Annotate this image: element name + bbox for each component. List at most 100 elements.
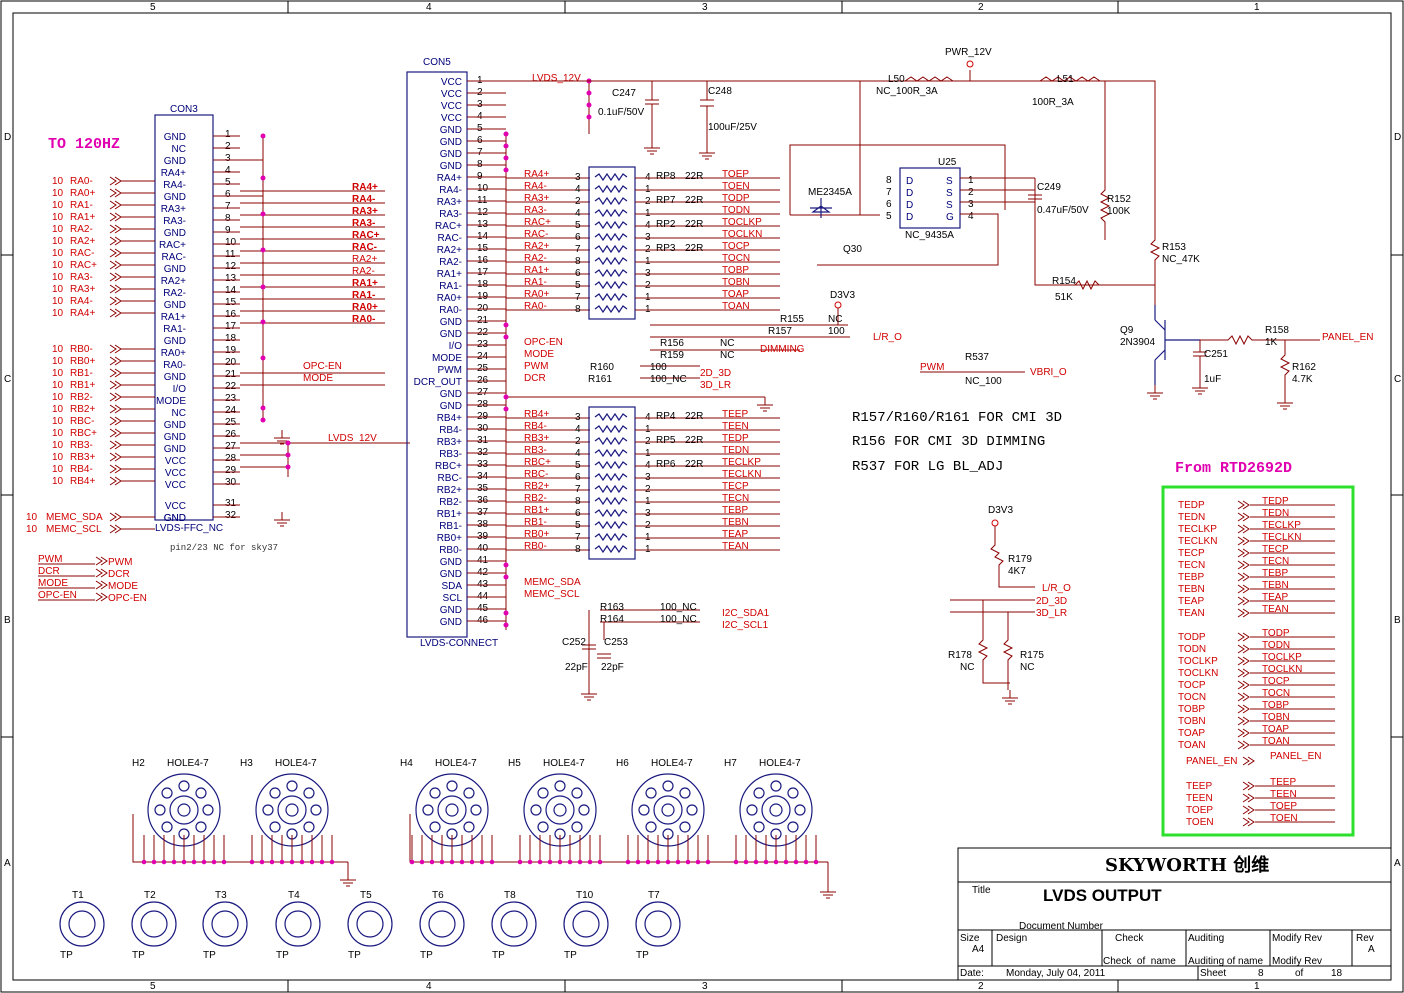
hole-via [537,787,549,799]
port-sheet-number: 10 [52,308,64,319]
con5-pin-name: RB3- [439,449,462,460]
port-sheet-number: 10 [52,188,64,199]
green-left-net: TEBN [1178,584,1205,595]
r163-value: 100_NC [660,602,697,613]
testpoint-ref: T3 [215,890,227,901]
memc-port-label: MEMC_SDA [46,512,103,523]
con3-pin-number: 5 [225,177,231,188]
con3-pin-name: VCC [165,456,186,467]
junction-dot [635,859,641,865]
con3-pin-name: GND [164,156,186,167]
con5-pin-name: RA1+ [437,269,462,280]
c251-value: 1uF [1204,374,1221,385]
frame-col-1: 1 [1254,2,1260,13]
hole-via [303,821,315,833]
con3-pin-number: 17 [225,321,237,332]
con5-pin-name: RA3+ [437,197,462,208]
title-block: SKYWORTH 创维 Title LVDS OUTPUT Document N… [957,847,1392,981]
sheet-label: Sheet [1200,968,1226,979]
con3-pin-name: GND [164,300,186,311]
green-right-net: TEDP [1262,496,1289,507]
junction-dot [449,859,455,865]
c248-value: 100uF/25V [708,122,757,133]
testpoint-value: TP [203,950,216,961]
con5-net-b: RB1+ [524,505,549,516]
hole-via [310,804,322,816]
rb-port-label: RB4+ [70,476,95,487]
hole-via [686,804,698,816]
hole-inner [277,795,307,825]
rpack-resistor [594,532,628,542]
hole-via [429,821,441,833]
con5-pin-name: VCC [441,77,462,88]
rpack-output-net: TEBP [722,505,748,516]
ground-symbol [1002,690,1018,705]
junction-dot [503,131,509,137]
con5-pin-name: RBC+ [435,461,462,472]
port-arrow [109,524,122,534]
rpack-pin-left: 2 [575,436,581,447]
con5-pin-name: GND [440,329,462,340]
port-arrow [109,260,122,270]
port-arrow [1237,548,1250,558]
u25-pin-left: D [906,188,913,199]
con5-net-b: RB3- [524,445,547,456]
green-right-net: TECLKP [1262,520,1301,531]
port-arrow [109,224,122,234]
junction-dot [221,859,227,865]
junction-dot [773,859,779,865]
junction-dot [655,859,661,865]
testpoint-inner [140,910,168,938]
junction-dot [665,859,671,865]
rpack-pin-left: 3 [575,412,581,423]
con3-pin-name: RA1- [163,324,186,335]
frame-row-b: B [4,615,11,626]
junction-dot [249,859,255,865]
rpack-output-net: TOAP [722,289,749,300]
junction-dot [503,322,509,328]
junction-dot [597,859,603,865]
con3-pin-number: 19 [225,345,237,356]
junction-dot [813,859,819,865]
con5-pin-name: SDA [441,581,462,592]
junction-dot [695,859,701,865]
con3-pin-name: GND [164,132,186,143]
con5-net-a: RA0- [524,301,547,312]
junction-dot [260,247,266,253]
junction-dot [439,859,445,865]
con5-ctrl-net: MODE [524,349,554,360]
port-arrow [1237,584,1250,594]
junction-dot [285,452,291,458]
port-arrow [1237,524,1250,534]
green-left-net: TOEP [1186,805,1213,816]
con5-pin-name: RB4- [439,425,462,436]
hole-value: HOLE4-7 [167,758,209,769]
design-label: Design [996,933,1027,944]
rpack-output-net: TECLKP [722,457,761,468]
green-right-net: TOBN [1262,712,1290,723]
r153-value: NC_47K [1162,254,1200,265]
r164-value: 100_NC [660,614,697,625]
junction-dot [625,859,631,865]
junction-dot [309,859,315,865]
port-arrow [109,380,122,390]
hole-via [530,804,542,816]
testpoint-value: TP [636,950,649,961]
con5-pin-name: RB2- [439,497,462,508]
hole-via [770,780,782,792]
green-left-net: TODP [1178,632,1206,643]
port-sheet-number: 10 [52,440,64,451]
rb-port-label: RB2+ [70,404,95,415]
con5-net-a: RA2- [524,253,547,264]
green-left-net: TOCN [1178,692,1206,703]
green-right-net: TOEP [1270,801,1297,812]
ground-symbol [757,397,773,412]
hole-value: HOLE4-7 [759,758,801,769]
junction-dot [279,859,285,865]
junction-dot [586,102,592,108]
junction-dot [289,859,295,865]
testpoint-inner [284,910,312,938]
rb-port-label: RBC- [70,416,94,427]
hole-gnd-wire [132,814,829,884]
con5-net-a: RA0+ [524,289,549,300]
